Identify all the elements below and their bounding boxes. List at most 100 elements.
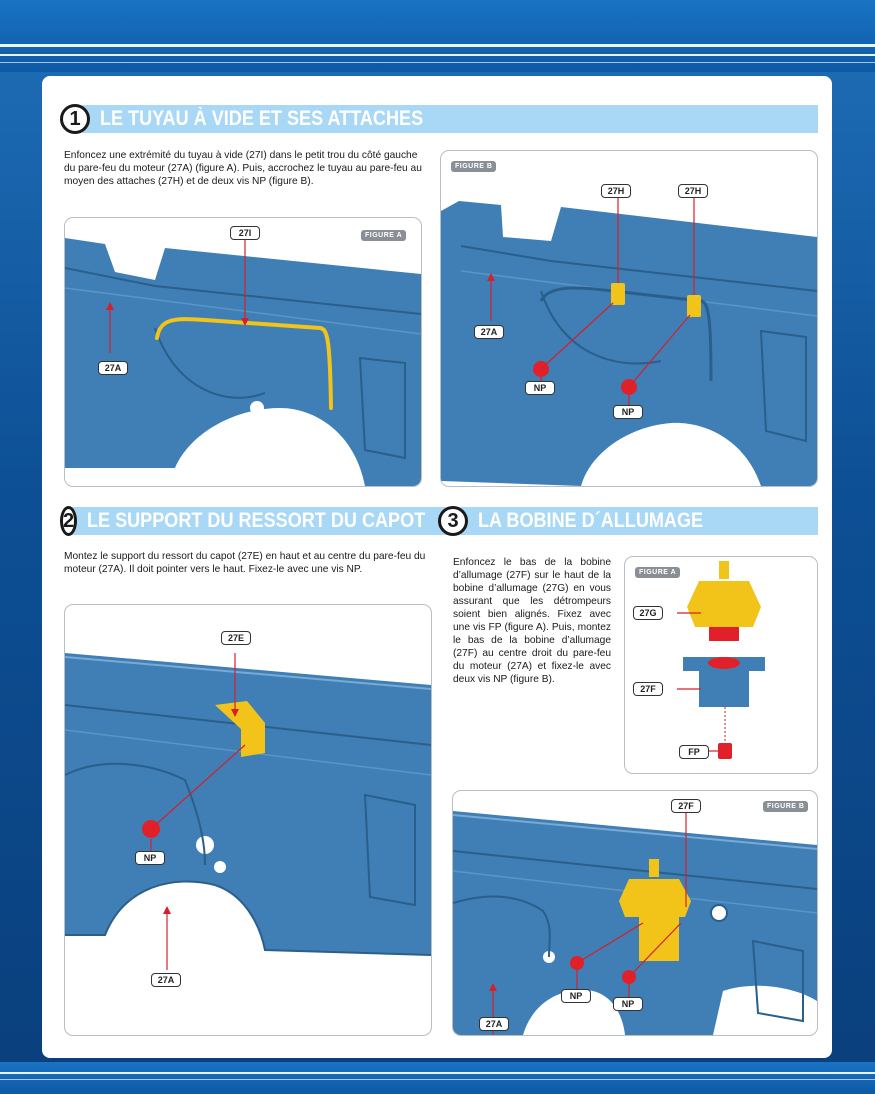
step1-description: Enfoncez une extrémité du tuyau à vide (…: [64, 150, 422, 187]
arrowhead: [241, 318, 249, 326]
step2-header: 2 LE SUPPORT DU RESSORT DU CAPOT: [60, 506, 481, 536]
callout-np-right: NP: [613, 405, 643, 419]
callout-27a: 27A: [474, 325, 504, 339]
panel-ridge: [65, 267, 421, 315]
top-banner: [0, 0, 875, 72]
step-title-bar: LE TUYAU À VIDE ET SES ATTACHES: [82, 105, 818, 133]
coil-terminal: [719, 561, 729, 579]
screw-fp: [718, 743, 732, 759]
panel-ridge: [460, 245, 817, 292]
arrowhead: [487, 273, 495, 281]
panel-ridge: [65, 287, 421, 335]
figure-tag: FIGURE B: [763, 801, 809, 812]
step1-figure-b: FIGURE B 27H 27H 27A NP NP: [440, 150, 818, 487]
panel-recess: [363, 793, 416, 907]
ignition-coil-27f: [619, 879, 691, 961]
step-title: LE SUPPORT DU RESSORT DU CAPOT: [87, 509, 426, 532]
step2-description: Montez le support du ressort du capot (2…: [64, 551, 426, 575]
vacuum-hose: [155, 317, 333, 410]
firewall-part: [453, 811, 817, 1035]
step3-header: 3 LA BOBINE D´ALLUMAGE: [438, 506, 818, 536]
figure-tag: FIGURE B: [451, 161, 497, 172]
panel-cutout: [523, 990, 625, 1035]
firewall-hose-illustration: [65, 238, 421, 486]
step-title: LE TUYAU À VIDE ET SES ATTACHES: [100, 107, 424, 130]
step-number: 2: [60, 506, 78, 536]
coil-top-27g: [687, 581, 761, 627]
arrowhead: [163, 906, 171, 914]
callout-27a: 27A: [98, 361, 128, 375]
instruction-page: 1 LE TUYAU À VIDE ET SES ATTACHES Enfonc…: [42, 76, 832, 1058]
leader-line: [540, 302, 614, 370]
panel-edge: [453, 814, 817, 850]
callout-27f: 27F: [633, 682, 663, 696]
hood-spring-bracket-27e: [215, 701, 265, 757]
panel-recess: [759, 329, 807, 443]
panel-recess: [358, 356, 406, 460]
leader-line: [150, 744, 246, 830]
panel-crease: [453, 895, 551, 958]
callout-27h-left: 27H: [601, 184, 631, 198]
figure-tag: FIGURE A: [361, 230, 407, 241]
figure-tag: FIGURE A: [635, 567, 681, 578]
panel-edge: [65, 656, 431, 690]
callout-27e: 27E: [221, 631, 251, 645]
panel-crease: [65, 762, 206, 866]
firewall-hole: [250, 401, 264, 415]
firewall-coil-illustration: [453, 811, 817, 1035]
callout-27h-right: 27H: [678, 184, 708, 198]
step3-figure-a: FIGURE A 27G 27F FP: [624, 556, 818, 774]
coil-connector: [709, 627, 739, 641]
panel-recess: [751, 939, 804, 1023]
callout-27g: 27G: [633, 606, 663, 620]
coil-terminal: [649, 859, 659, 877]
vacuum-hose: [539, 286, 713, 382]
firewall-clips-illustration: [441, 197, 817, 486]
callout-27a: 27A: [151, 973, 181, 987]
callout-np-left: NP: [525, 381, 555, 395]
stripe: [0, 1072, 875, 1074]
firewall-hole: [196, 836, 214, 854]
callout-27a: 27A: [479, 1017, 509, 1031]
callout-27f: 27F: [671, 799, 701, 813]
callout-27i: 27I: [230, 226, 260, 240]
clip-27h-left: [611, 283, 625, 305]
step-number: 1: [60, 104, 90, 134]
step1-figure-a: FIGURE A 27I 27A: [64, 217, 422, 487]
coil-bottom-27f: [683, 657, 765, 707]
callout-np-left: NP: [561, 989, 591, 1003]
panel-crease: [154, 327, 266, 399]
callout-np: NP: [135, 851, 165, 865]
leader-line: [628, 922, 682, 978]
cutout-edge: [65, 880, 431, 956]
stripe: [0, 1079, 875, 1080]
step2-figure: 27E NP 27A: [64, 604, 432, 1036]
firewall-part: [441, 201, 817, 486]
step-title: LA BOBINE D´ALLUMAGE: [478, 509, 704, 532]
arrowhead: [489, 983, 497, 991]
firewall-bracket-illustration: [65, 653, 431, 1035]
leader-line: [576, 922, 644, 964]
step3-figure-b: FIGURE B 27F NP NP 27A: [452, 790, 818, 1036]
step-title-bar: LE SUPPORT DU RESSORT DU CAPOT: [69, 507, 481, 535]
panel-ridge: [453, 850, 817, 890]
bottom-banner: [0, 1062, 875, 1094]
stripe: [0, 54, 875, 56]
leader-line: [628, 314, 691, 388]
coil-socket: [708, 657, 740, 669]
firewall-hole: [214, 861, 226, 873]
panel-crease: [540, 290, 662, 365]
panel-cutout: [65, 881, 431, 1035]
arrowhead: [106, 302, 114, 310]
stripe: [0, 44, 875, 47]
step-title-bar: LA BOBINE D´ALLUMAGE: [460, 507, 818, 535]
step1-header: 1 LE TUYAU À VIDE ET SES ATTACHES: [60, 104, 818, 134]
firewall-hole: [710, 904, 728, 922]
clip-27h-right: [687, 295, 701, 317]
ignition-coil-illustration: [677, 561, 765, 759]
stripe: [0, 62, 875, 63]
step3-description: Enfoncez le bas de la bobine d’allumage …: [453, 557, 611, 685]
arrowhead: [231, 709, 239, 717]
step-number: 3: [438, 506, 468, 536]
callout-np-right: NP: [613, 997, 643, 1011]
